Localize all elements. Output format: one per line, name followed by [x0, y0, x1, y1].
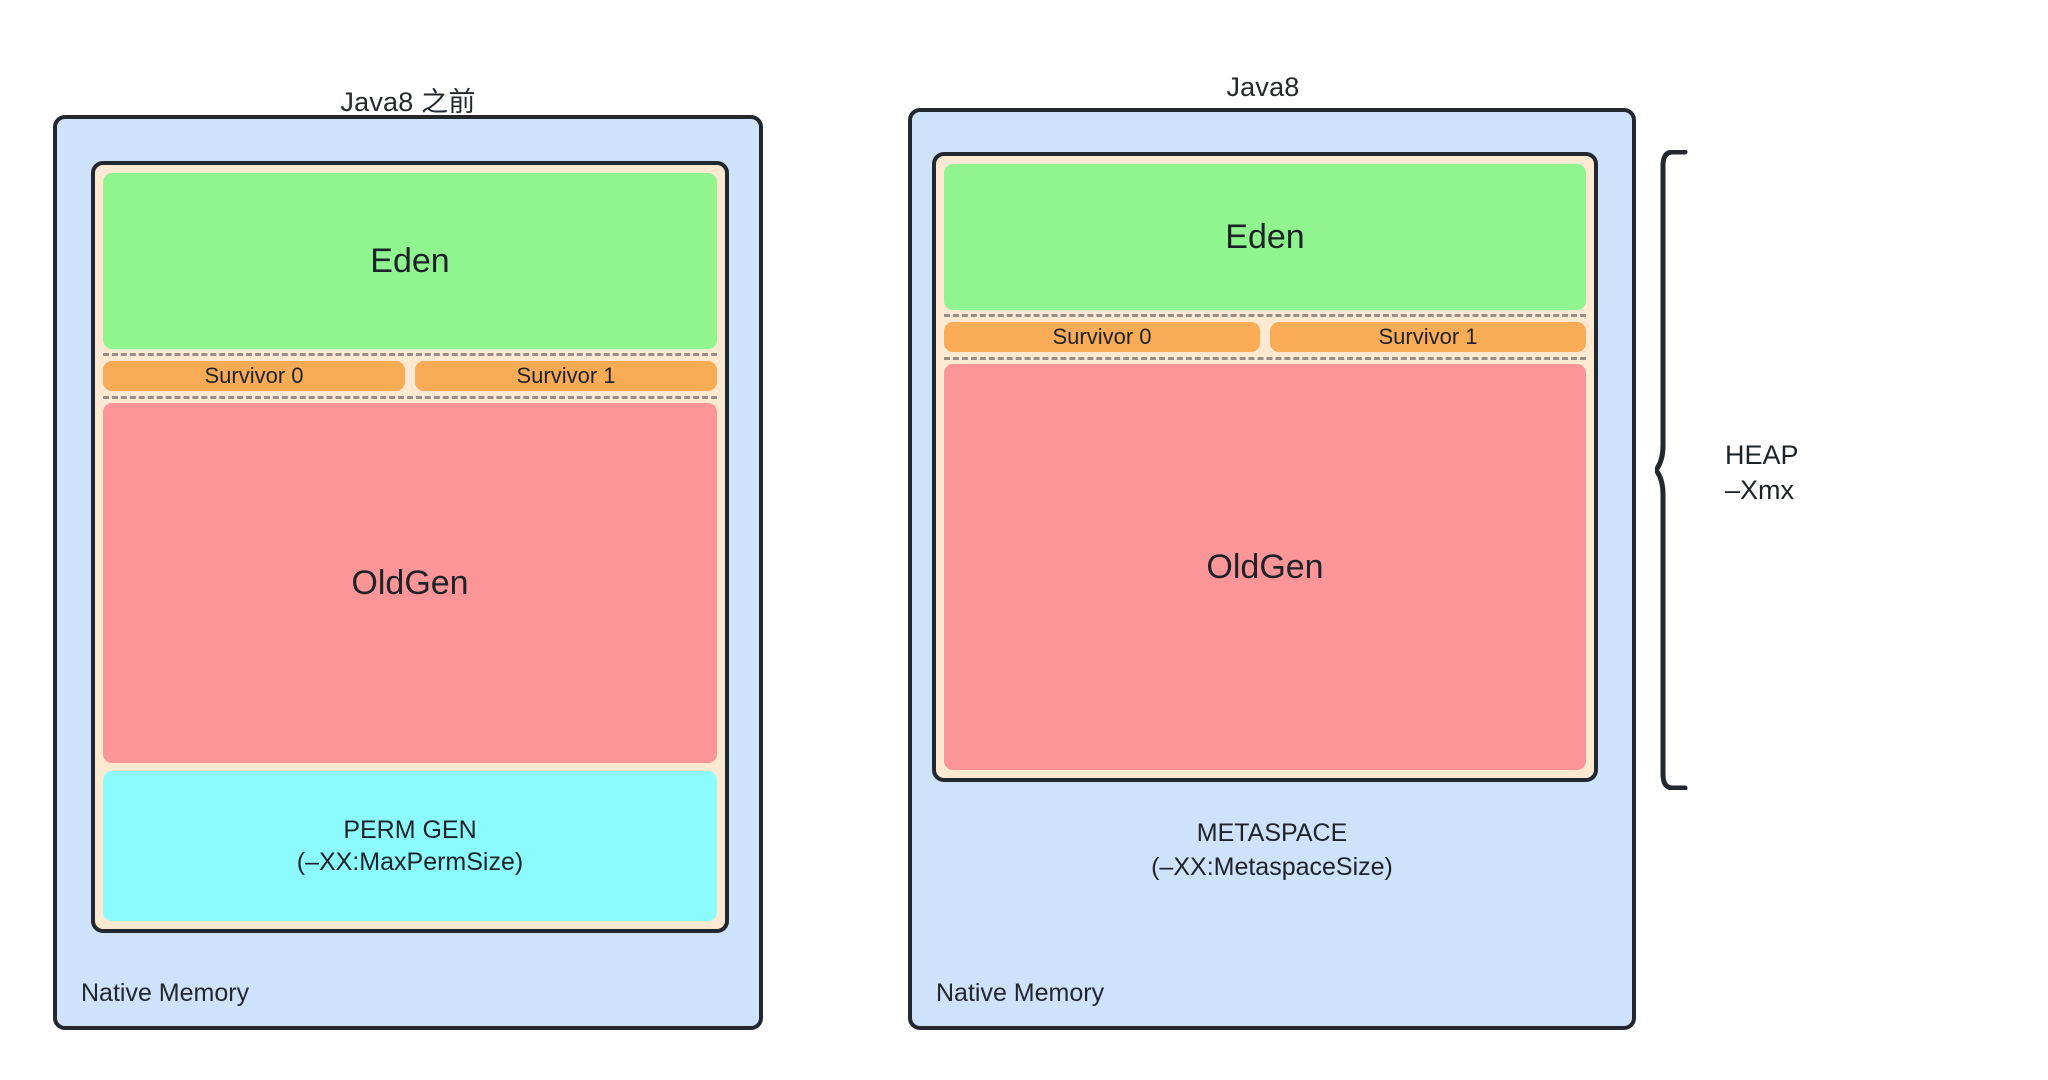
- native-memory-label-java8: Native Memory: [936, 979, 1105, 1007]
- heap-brace-icon: [1655, 150, 1715, 790]
- panel-title-java8-before: Java8 之前: [340, 87, 476, 117]
- survivor-0-region: Survivor 0: [944, 322, 1260, 352]
- oldgen-label: OldGen: [1206, 547, 1324, 586]
- native-memory-panel-java8: Eden Survivor 0 Survivor 1 OldGen METASP…: [908, 108, 1636, 1030]
- oldgen-region-java8: OldGen: [944, 364, 1586, 770]
- panel-title-java8: Java8: [1226, 72, 1300, 102]
- survivor-strip-java8: Survivor 0 Survivor 1: [944, 314, 1586, 360]
- heap-annotation-label: HEAP –Xmx: [1725, 438, 1799, 507]
- heap-box-java8: Eden Survivor 0 Survivor 1 OldGen: [932, 152, 1598, 782]
- permgen-region: PERM GEN (–XX:MaxPermSize): [103, 771, 717, 921]
- survivor-1-region: Survivor 1: [1270, 322, 1586, 352]
- eden-region-java8: Eden: [944, 164, 1586, 310]
- native-memory-panel-java8-before: Eden Survivor 0 Survivor 1 OldGen PERM G…: [53, 115, 763, 1030]
- survivor-0-region: Survivor 0: [103, 361, 405, 391]
- xmx-text: –Xmx: [1725, 474, 1795, 505]
- metaspace-flag-label: (–XX:MetaspaceSize): [1151, 852, 1393, 881]
- eden-label: Eden: [370, 241, 450, 280]
- survivor-strip-java8-before: Survivor 0 Survivor 1: [103, 353, 717, 399]
- eden-label: Eden: [1225, 217, 1305, 256]
- metaspace-title-label: METASPACE: [1196, 819, 1348, 847]
- oldgen-label: OldGen: [351, 563, 469, 602]
- metaspace-caption: METASPACE (–XX:MetaspaceSize): [912, 817, 1632, 885]
- heap-box-java8-before: Eden Survivor 0 Survivor 1 OldGen PERM G…: [91, 161, 729, 933]
- survivor-1-region: Survivor 1: [415, 361, 717, 391]
- eden-region-java8-before: Eden: [103, 173, 717, 349]
- permgen-flag-label: (–XX:MaxPermSize): [296, 848, 524, 876]
- oldgen-region-java8-before: OldGen: [103, 403, 717, 763]
- permgen-title-label: PERM GEN: [343, 815, 477, 844]
- heap-text: HEAP: [1725, 440, 1799, 470]
- native-memory-label-java8-before: Native Memory: [81, 979, 250, 1007]
